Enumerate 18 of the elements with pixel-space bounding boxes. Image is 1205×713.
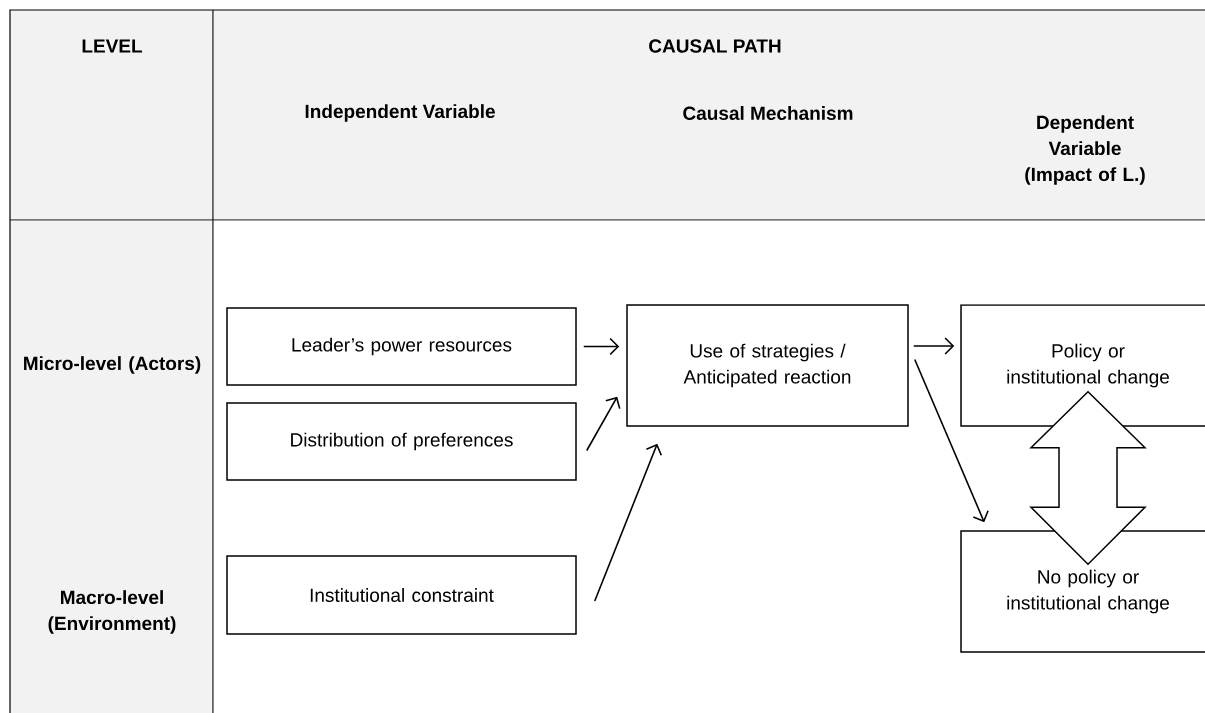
header-text: Macro-level (Environment) <box>48 590 176 634</box>
process-box: Policy or institutional change <box>960 304 1205 427</box>
arrow <box>912 337 955 355</box>
process-box: Institutional constraint <box>226 555 577 635</box>
process-box: Use of strategies / Anticipated reaction <box>626 304 909 427</box>
header-text: CAUSAL PATH <box>649 39 781 53</box>
header-text: Micro-level (Actors) <box>24 356 201 374</box>
arrow <box>593 443 663 602</box>
arrow <box>585 396 621 452</box>
process-box: No policy or institutional change <box>960 530 1205 653</box>
header-text: Independent Variable <box>305 104 495 122</box>
arrow <box>582 337 620 356</box>
header-text: LEVEL <box>82 39 143 53</box>
process-box: Leader’s power resources <box>226 307 577 386</box>
header-text: Dependent Variable (Impact of L.) <box>1025 115 1145 185</box>
process-box: Distribution of preferences <box>226 402 577 481</box>
header-text: Causal Mechanism <box>683 106 853 120</box>
arrow <box>913 358 989 523</box>
